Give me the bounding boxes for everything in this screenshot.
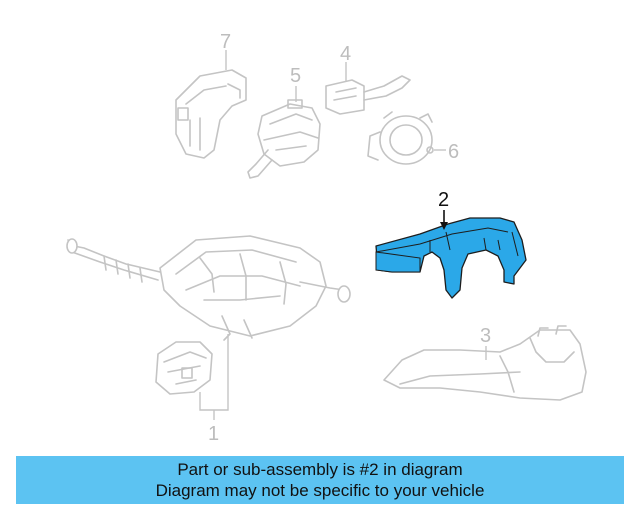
parts-diagram: 7 5 4 6 — [66, 31, 587, 445]
callout-6: 6 — [448, 141, 459, 163]
part-3-lower-cover — [383, 325, 587, 401]
part-7-bracket — [175, 50, 247, 159]
part-6-clockspring — [367, 111, 446, 165]
callout-3: 3 — [480, 325, 491, 347]
part-1-steering-column — [66, 235, 351, 420]
part-5-switch — [247, 86, 321, 179]
part-2-upper-cover — [375, 210, 527, 299]
banner-line-1: Part or sub-assembly is #2 in diagram — [177, 460, 463, 479]
callout-4: 4 — [340, 43, 351, 65]
callout-2: 2 — [438, 189, 449, 211]
info-banner: Part or sub-assembly is #2 in diagram Di… — [16, 456, 624, 504]
callout-7: 7 — [220, 31, 231, 53]
part-4-lever — [325, 62, 411, 115]
banner-line-2: Diagram may not be specific to your vehi… — [155, 481, 485, 500]
callout-5: 5 — [290, 65, 301, 87]
callout-1: 1 — [208, 423, 219, 445]
